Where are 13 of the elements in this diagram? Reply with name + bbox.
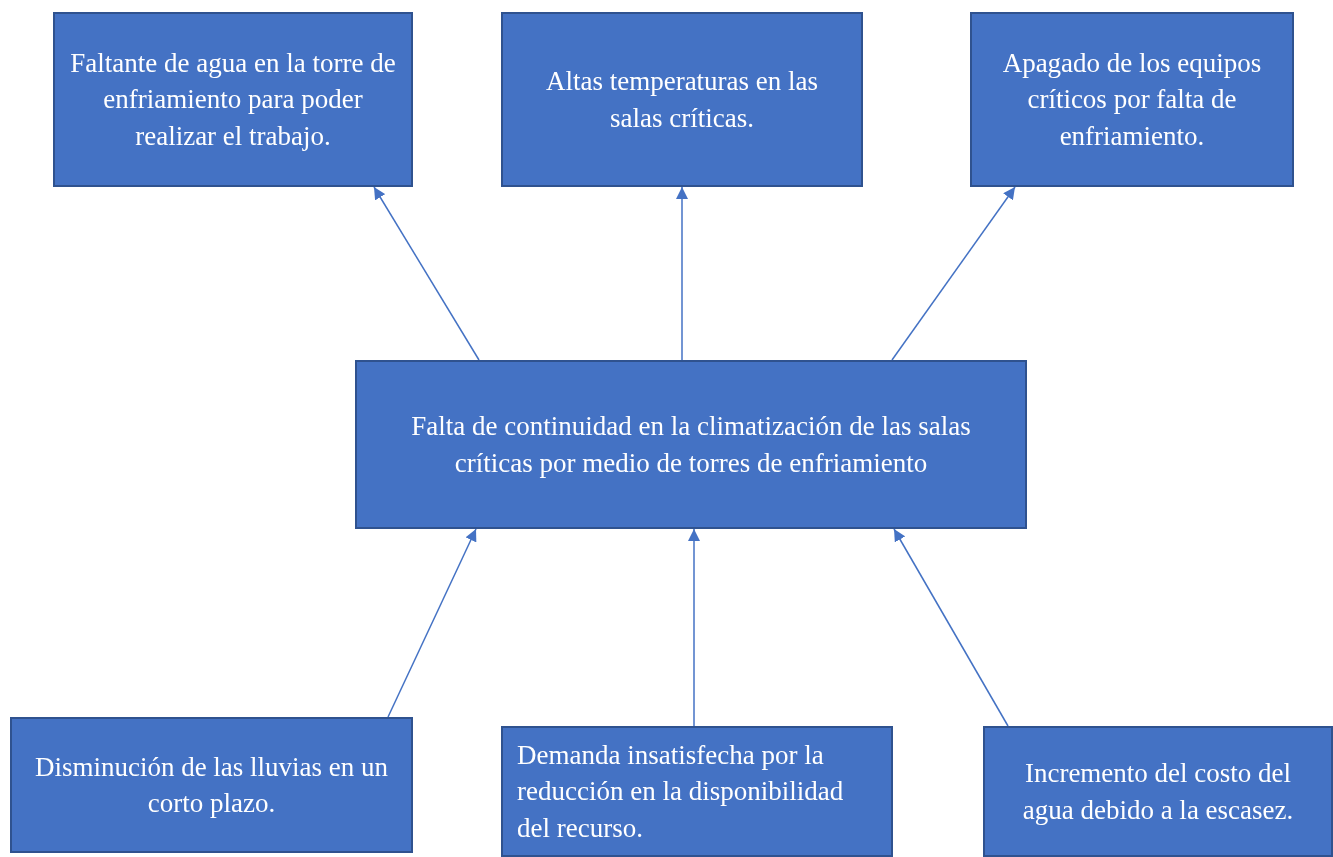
text-box: Altas temperaturas en las salas críticas.	[501, 12, 863, 187]
text-box: Demanda insatisfecha por la reducción en la disponibilidad del recurso.	[501, 726, 893, 857]
arrow	[373, 186, 480, 361]
arrow	[891, 186, 1016, 361]
text-box: Apagado de los equipos críticos por falta de enfriamiento.	[970, 12, 1294, 187]
arrow	[387, 528, 477, 718]
arrow	[676, 186, 688, 361]
arrow	[688, 528, 700, 727]
text-box: Faltante de agua en la torre de enfriamiento para poder realizar el trabajo.	[53, 12, 413, 187]
arrow	[893, 528, 1009, 727]
text-box: Incremento del costo del agua debido a la escasez.	[983, 726, 1333, 857]
text-box: Disminución de las lluvias en un corto plazo.	[10, 717, 413, 853]
text-box: Falta de continuidad en la climatización de las salas críticas por medio de torres de enfriamiento	[355, 360, 1027, 529]
